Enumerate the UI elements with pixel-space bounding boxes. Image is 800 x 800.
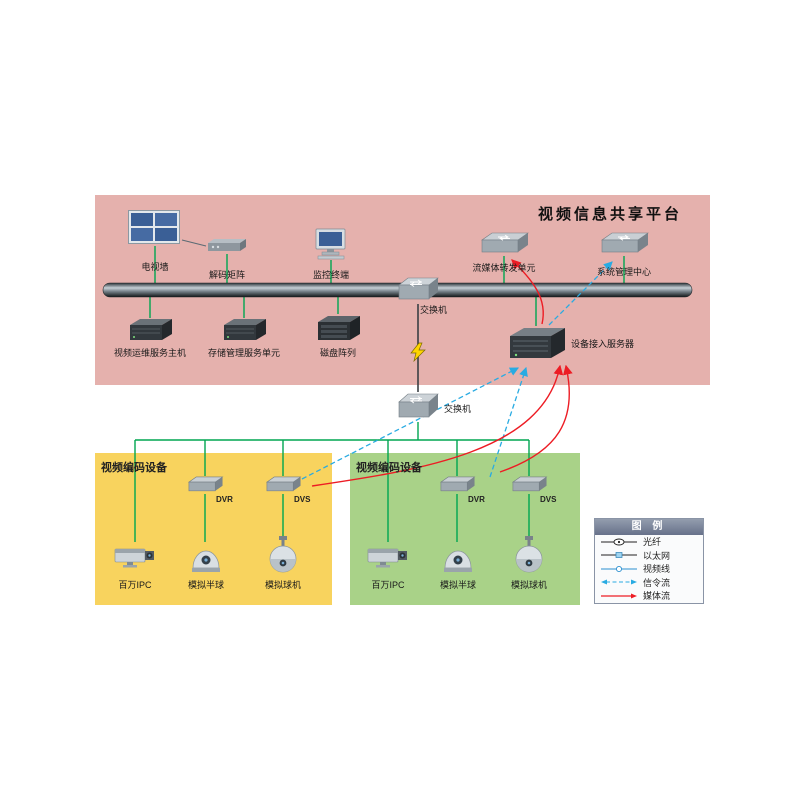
- ipc-left-icon: [113, 542, 157, 570]
- ipc-right-label: 百万IPC: [371, 580, 405, 590]
- storage-mgmt-unit-label: 存储管理服务单元: [207, 348, 281, 358]
- video-line-label: 视频线: [643, 564, 671, 575]
- dvs-left-icon: [264, 476, 302, 494]
- dome-left-label: 模拟半球: [187, 580, 225, 590]
- access-server-label: 设备接入服务器: [571, 339, 635, 349]
- signal-flow-label: 信令流: [643, 577, 671, 588]
- system-mgmt-center-icon: [598, 232, 650, 256]
- stream-forward-unit-label: 流媒体转发单元: [472, 263, 536, 273]
- dome-right-label: 模拟半球: [439, 580, 477, 590]
- switch-bottom-label: 交换机: [444, 404, 472, 414]
- ipc-left-label: 百万IPC: [118, 580, 152, 590]
- tv-wall-label: 电视墙: [141, 262, 169, 272]
- fiber-label: 光纤: [643, 537, 662, 548]
- dvr-right-label: DVR: [468, 495, 485, 504]
- legend-item-media: 媒体流: [595, 589, 703, 603]
- switch-top-label: 交换机: [420, 305, 448, 315]
- media-flow-icon: [601, 593, 637, 599]
- media-flow-label: 媒体流: [643, 591, 671, 602]
- dvs-right-label: DVS: [540, 495, 557, 504]
- dome-left-icon: [190, 542, 222, 574]
- legend: 图 例 光纤 以太网 视频线: [594, 518, 704, 604]
- decoder-label: 解码矩阵: [208, 270, 246, 280]
- legend-item-signal: 信令流: [595, 576, 703, 590]
- disk-array-icon: [314, 314, 362, 344]
- legend-item-fiber: 光纤: [595, 535, 703, 549]
- encoder-right-title: 视频编码设备: [356, 462, 422, 474]
- ethernet-line-icon: [601, 552, 637, 559]
- legend-item-ethernet: 以太网: [595, 549, 703, 563]
- decoder-icon: [206, 238, 248, 254]
- ptz-left-icon: [266, 536, 300, 576]
- monitor-terminal-label: 监控终端: [312, 270, 350, 280]
- access-server-icon: [505, 326, 567, 362]
- switch-bottom-icon: [396, 392, 440, 422]
- dome-right-icon: [442, 542, 474, 574]
- video-ops-host-icon: [126, 318, 174, 344]
- ipc-right-icon: [366, 542, 410, 570]
- monitor-terminal-icon: [314, 228, 348, 260]
- lightning-icon: [408, 342, 428, 363]
- signal-flow-icon: [601, 579, 637, 585]
- ptz-right-icon: [512, 536, 546, 576]
- ptz-left-label: 模拟球机: [264, 580, 302, 590]
- platform-title: 视频信息共享平台: [538, 206, 683, 223]
- dvr-left-label: DVR: [216, 495, 233, 504]
- disk-array-label: 磁盘阵列: [319, 348, 357, 358]
- dvr-left-icon: [186, 476, 224, 494]
- dvs-left-label: DVS: [294, 495, 311, 504]
- legend-title: 图 例: [595, 519, 703, 535]
- switch-top-icon: [396, 276, 440, 304]
- ptz-right-label: 模拟球机: [510, 580, 548, 590]
- dvs-right-icon: [510, 476, 548, 494]
- stream-forward-unit-icon: [478, 232, 530, 256]
- encoder-left-title: 视频编码设备: [101, 462, 167, 474]
- video-ops-host-label: 视频运维服务主机: [113, 348, 187, 358]
- dvr-right-icon: [438, 476, 476, 494]
- fiber-line-icon: [601, 538, 637, 546]
- tv-wall-icon: [128, 210, 182, 246]
- ethernet-label: 以太网: [643, 550, 671, 561]
- storage-mgmt-unit-icon: [220, 318, 268, 344]
- system-mgmt-center-label: 系统管理中心: [596, 267, 652, 277]
- video-line-icon: [601, 565, 637, 572]
- legend-item-video: 视频线: [595, 562, 703, 576]
